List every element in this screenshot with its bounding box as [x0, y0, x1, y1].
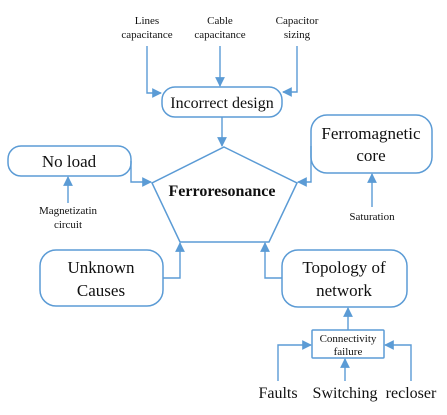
ferromagnetic-core-line1: Ferromagnetic	[321, 124, 421, 143]
cable-capacitance-line1: Cable	[207, 15, 233, 27]
magnetization-line2: circuit	[54, 219, 82, 231]
lines-capacitance-line2: capacitance	[121, 29, 172, 41]
arrow-ferromagnetic-to-center	[297, 146, 312, 187]
arrow-unknown-to-center	[163, 242, 185, 279]
faults-label: Faults	[258, 385, 297, 402]
unknown-causes-line1: Unknown	[67, 258, 135, 277]
incorrect-design-label: Incorrect design	[170, 95, 274, 112]
cable-capacitance-line2: capacitance	[194, 29, 245, 41]
connectivity-failure-line1: Connectivity	[320, 333, 377, 345]
switching-label: Switching	[313, 385, 378, 402]
capacitor-sizing-line2: sizing	[284, 29, 311, 41]
ferromagnetic-core-line2: core	[356, 146, 385, 165]
no-load-label: No load	[42, 152, 97, 171]
unknown-causes-line2: Causes	[77, 281, 125, 300]
connectivity-failure-line2: failure	[334, 346, 363, 358]
recloser-label: recloser	[386, 385, 437, 402]
arrow-lines-capacitance	[146, 46, 162, 98]
arrow-recloser	[384, 340, 412, 381]
topology-line1: Topology of	[302, 258, 386, 277]
magnetization-line1: Magnetizatin	[39, 205, 98, 217]
capacitor-sizing-line1: Capacitor	[276, 15, 319, 27]
arrow-faults	[277, 340, 312, 381]
arrow-topology-to-center	[260, 242, 282, 279]
ferroresonance-pentagon	[151, 146, 298, 243]
saturation-label: Saturation	[349, 211, 395, 223]
ferroresonance-label: Ferroresonance	[169, 183, 276, 200]
arrow-capacitor-sizing	[282, 46, 298, 97]
arrow-noload-to-center	[130, 161, 152, 187]
ferromagnetic-core-box	[310, 114, 433, 174]
topology-line2: network	[316, 281, 372, 300]
lines-capacitance-line1: Lines	[135, 15, 159, 27]
